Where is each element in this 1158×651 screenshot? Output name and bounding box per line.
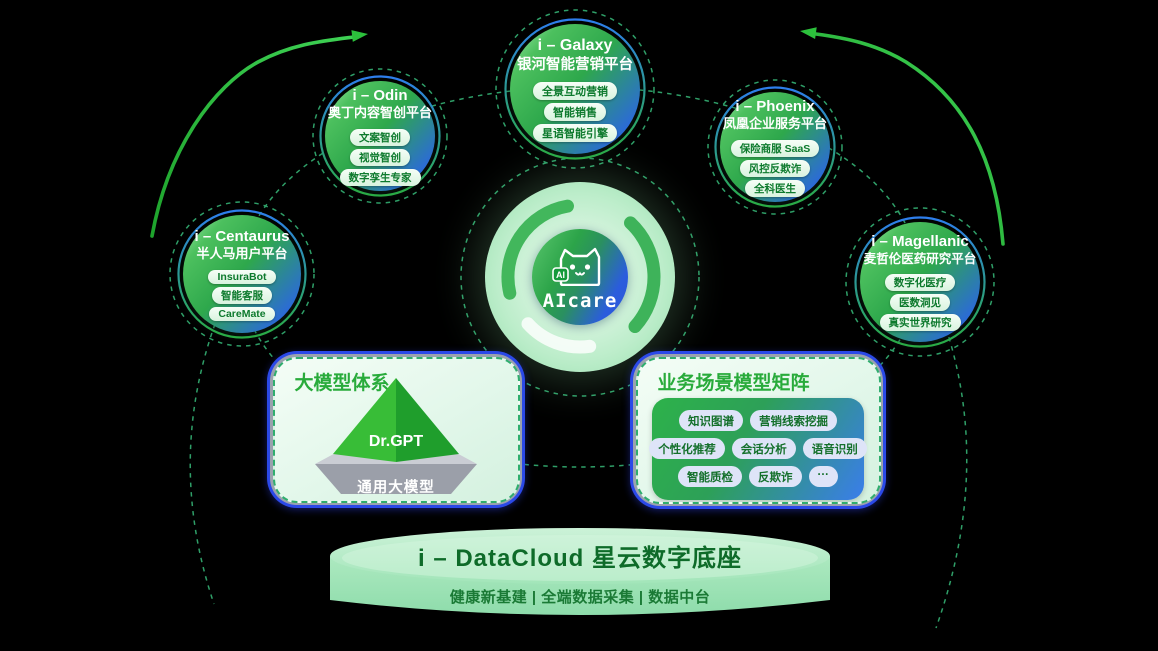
node-subtitle: 凤凰企业服务平台 <box>722 116 827 132</box>
outer-arc-right <box>935 327 968 629</box>
node-tag: 保险商服 SaaS <box>730 139 820 157</box>
node-tag: 视觉智创 <box>350 148 410 166</box>
ai-badge <box>552 267 569 282</box>
node-tag: 风控反欺诈 <box>739 159 811 177</box>
node-tag: 智能客服 <box>212 286 272 304</box>
matrix-tag: 会话分析 <box>731 438 796 459</box>
centaurus-dashed-ring <box>169 201 315 347</box>
matrix-tag: 营销线索挖掘 <box>750 410 837 431</box>
node-title: i – Galaxy <box>537 37 613 55</box>
ai-badge-label: AI <box>556 270 565 280</box>
node-title: i – Phoenix <box>735 97 815 115</box>
hub-glow: AI AIcare <box>485 182 675 372</box>
phoenix-ring <box>714 86 836 208</box>
galaxy-dashed-ring <box>495 9 655 169</box>
pyramid-top-label: Dr.GPT <box>368 432 424 450</box>
matrix-tag: 知识图谱 <box>679 410 743 431</box>
node-subtitle: 银河智能营销平台 <box>517 57 633 74</box>
matrix-box: 知识图谱 营销线索挖掘 个性化推荐 会话分析 语音识别 智能质检 反欺诈 ··· <box>649 397 867 500</box>
matrix-tag: 智能质检 <box>678 466 742 487</box>
flow-arrow-right-icon <box>800 27 1005 246</box>
node-tag: 星语智能引擎 <box>533 123 617 142</box>
node-tag: InsuraBot <box>208 269 276 284</box>
node-tag: 智能销售 <box>544 102 606 121</box>
node-galaxy: i – Galaxy 银河智能营销平台 全景互动营销 智能销售 星语智能引擎 <box>510 24 640 154</box>
node-tag: 真实世界研究 <box>879 314 961 332</box>
matrix-tag: ··· <box>808 466 838 487</box>
node-centaurus: i – Centaurus 半人马用户平台 InsuraBot 智能客服 Car… <box>183 215 301 333</box>
cat-icon: AI <box>552 247 601 286</box>
node-tag: 医数洞见 <box>890 294 950 312</box>
pyramid-base-label: 通用大模型 <box>357 479 435 496</box>
node-title: i – Centaurus <box>194 227 290 245</box>
node-title: i – Magellanic <box>871 232 969 250</box>
hub-logo: AI AIcare <box>532 229 628 325</box>
odin-dashed-ring <box>312 68 448 204</box>
node-tag: 文案智创 <box>350 128 410 146</box>
centaurus-ring <box>177 209 307 339</box>
matrix-tag: 个性化推荐 <box>649 438 725 459</box>
odin-ring <box>319 75 441 197</box>
matrix-tag: 反欺诈 <box>749 466 802 487</box>
hub-arc-segments <box>501 199 661 354</box>
matrix-panel-title: 业务场景模型矩阵 <box>657 372 810 394</box>
model-panel: 大模型体系 Dr.GPT 通用大模型 <box>267 351 525 508</box>
node-tag: 全景互动营销 <box>533 81 617 100</box>
base-platform-subtitle: 健康新基建 | 全端数据采集 | 数据中台 <box>449 589 711 606</box>
cylinder-graphic <box>330 528 830 615</box>
magellanic-ring <box>854 216 986 348</box>
node-tag: 全科医生 <box>745 179 805 197</box>
node-title: i – Odin <box>352 86 408 104</box>
node-tag: CareMate <box>209 306 275 321</box>
node-phoenix: i – Phoenix 凤凰企业服务平台 保险商服 SaaS 风控反欺诈 全科医… <box>720 92 830 202</box>
model-panel-title: 大模型体系 <box>294 372 390 394</box>
matrix-panel: 业务场景模型矩阵 知识图谱 营销线索挖掘 个性化推荐 会话分析 语音识别 智能质… <box>630 351 886 509</box>
phoenix-dashed-ring <box>707 79 843 215</box>
magellanic-dashed-ring <box>845 207 995 357</box>
outer-arc-left <box>189 323 216 605</box>
node-subtitle: 半人马用户平台 <box>196 246 288 262</box>
base-cylinder: i – DataCloud 星云数字底座 健康新基建 | 全端数据采集 | 数据… <box>329 526 831 622</box>
node-magellanic: i – Magellanic 麦哲伦医药研究平台 数字化医疗 医数洞见 真实世界… <box>860 222 980 342</box>
base-platform-title: i – DataCloud 星云数字底座 <box>417 545 743 572</box>
node-subtitle: 奥丁内容智创平台 <box>327 105 432 121</box>
galaxy-ring <box>504 18 646 160</box>
node-odin: i – Odin 奥丁内容智创平台 文案智创 视觉智创 数字孪生专家 <box>325 81 435 191</box>
hub-label: AIcare <box>542 290 618 312</box>
pyramid-graphic <box>315 377 477 494</box>
node-tag: 数字化医疗 <box>884 274 956 292</box>
matrix-tag: 语音识别 <box>802 438 867 459</box>
node-tag: 数字孪生专家 <box>339 168 421 186</box>
flow-arrow-left-icon <box>150 30 368 238</box>
node-subtitle: 麦哲伦医药研究平台 <box>863 251 977 266</box>
